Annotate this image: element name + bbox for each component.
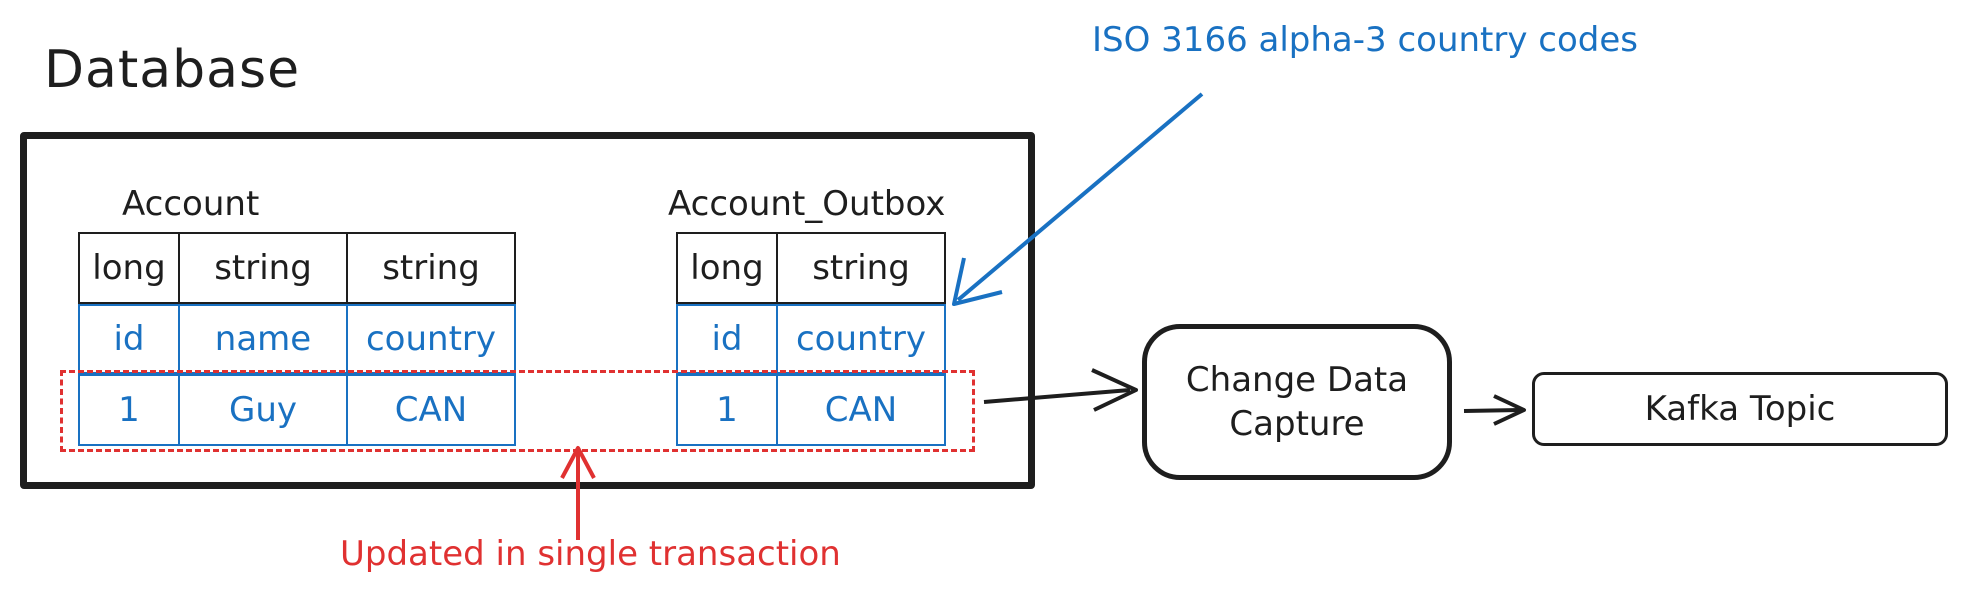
account-type-cell: string bbox=[346, 232, 516, 304]
diagram-title: Database bbox=[44, 40, 301, 100]
account-type-cell: string bbox=[178, 232, 348, 304]
arrow-outbox-to-cdc bbox=[983, 368, 1138, 412]
account-row-cell: Guy bbox=[178, 374, 348, 446]
arrow-iso-note bbox=[952, 92, 1204, 306]
transaction-highlight bbox=[60, 370, 975, 452]
account-column-cell: id bbox=[78, 304, 180, 374]
outbox-type-cell: long bbox=[676, 232, 778, 304]
database-container bbox=[20, 132, 1035, 489]
arrow-cdc-to-kafka bbox=[1463, 394, 1526, 426]
account-column-cell: country bbox=[346, 304, 516, 374]
outbox-type-cell: string bbox=[776, 232, 946, 304]
outbox-table-title: Account_Outbox bbox=[668, 184, 946, 224]
account-row-cell: CAN bbox=[346, 374, 516, 446]
account-table-title: Account bbox=[122, 184, 260, 224]
change-data-capture-node: Change Data Capture bbox=[1142, 324, 1452, 480]
outbox-column-cell: country bbox=[776, 304, 946, 374]
transaction-note: Updated in single transaction bbox=[340, 534, 841, 574]
change-data-capture-label: Change Data Capture bbox=[1185, 359, 1409, 444]
arrow-transaction-note bbox=[560, 446, 596, 540]
outbox-row-cell: CAN bbox=[776, 374, 946, 446]
account-column-cell: name bbox=[178, 304, 348, 374]
iso-note: ISO 3166 alpha-3 country codes bbox=[1092, 20, 1639, 60]
kafka-topic-node: Kafka Topic bbox=[1532, 372, 1948, 446]
account-type-cell: long bbox=[78, 232, 180, 304]
